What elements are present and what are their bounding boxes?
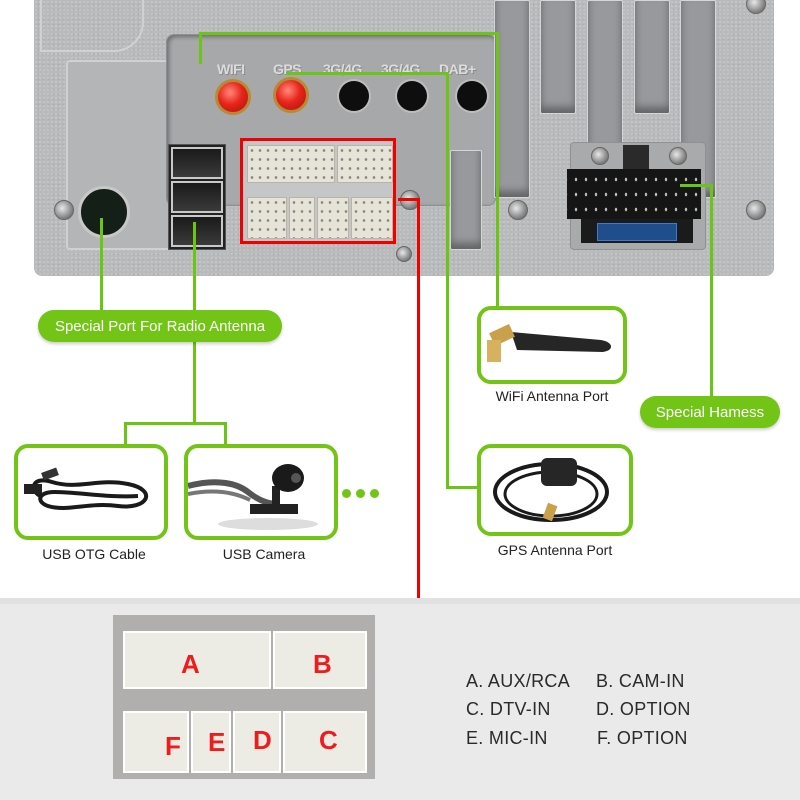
pin-letter-e: E	[208, 727, 226, 757]
usb-port	[171, 147, 223, 179]
wifi-wire	[496, 32, 499, 308]
usb-port	[171, 215, 223, 247]
pin-connector-closeup: A B F E D C	[113, 615, 375, 779]
connector-c	[351, 197, 393, 239]
connector-f	[247, 197, 287, 239]
legend-item-a: A. AUX/RCA	[466, 671, 571, 691]
screw-icon	[508, 200, 528, 220]
usb-cable-icon	[24, 467, 149, 510]
screw-icon	[669, 147, 687, 165]
pin-letter-d: D	[253, 725, 272, 755]
legend-item-f: F. OPTION	[597, 728, 688, 748]
usb-branch-wire	[124, 422, 226, 425]
connector-d	[317, 197, 349, 239]
legend-item-d: D. OPTION	[596, 699, 691, 719]
screw-icon	[746, 0, 766, 14]
harness-latch	[623, 145, 649, 169]
3g4g-port-hole	[339, 81, 369, 111]
radio-antenna-callout: Special Port For Radio Antenna	[38, 310, 282, 342]
connector-a	[247, 145, 335, 183]
usb-camera-caption: USB Camera	[222, 546, 306, 562]
fuse-icon	[597, 223, 677, 241]
more-accessories-indicator	[342, 489, 379, 498]
pin-connector-wire	[398, 198, 420, 201]
usb-otg-cable-caption: USB OTG Cable	[42, 546, 146, 562]
connector-d-closeup	[233, 711, 281, 773]
usb-port-stack	[168, 144, 226, 250]
radio-antenna-wire	[100, 218, 103, 314]
radio-antenna-socket	[78, 186, 130, 238]
legend-item-b: B. CAM-IN	[596, 671, 685, 691]
usb-camera-card	[184, 444, 338, 540]
screw-icon	[591, 147, 609, 165]
dot-icon	[356, 489, 365, 498]
gps-wire	[446, 486, 482, 489]
heatsink-slot	[634, 0, 670, 114]
screw-icon	[396, 246, 412, 262]
gps-antenna-caption: GPS Antenna Port	[497, 542, 613, 558]
heatsink-slot	[540, 0, 576, 114]
pin-letter-c: C	[319, 725, 338, 755]
connector-e	[289, 197, 315, 239]
connector-b-closeup	[273, 631, 367, 689]
pin-connector-wire	[417, 198, 420, 698]
screw-icon	[54, 200, 74, 220]
wifi-antenna-card	[477, 306, 627, 384]
harness-pin-rows	[567, 169, 701, 219]
pin-letter-b: B	[313, 649, 332, 679]
legend-item-e: E. MIC-IN	[466, 728, 548, 748]
connector-f-closeup	[123, 711, 189, 773]
gps-wire	[446, 72, 449, 488]
3g4g-port-hole	[397, 81, 427, 111]
wifi-wire	[199, 32, 202, 64]
dot-icon	[370, 489, 379, 498]
usb-wire	[193, 340, 196, 424]
connector-b	[337, 145, 393, 183]
harness-wire	[680, 184, 713, 187]
usb-port	[171, 181, 223, 213]
dot-icon	[342, 489, 351, 498]
harness-callout: Special Hamess	[640, 396, 780, 428]
connector-c-closeup	[283, 711, 367, 773]
screw-icon	[746, 200, 766, 220]
harness-base	[581, 219, 693, 243]
legend-item-c: C. DTV-IN	[466, 699, 551, 719]
pin-letter-f: F	[165, 731, 181, 761]
usb-branch-wire	[224, 422, 227, 446]
camera-icon	[188, 464, 318, 530]
gps-puck-icon	[493, 458, 609, 522]
mounting-bracket	[40, 0, 144, 52]
connector-a-closeup	[123, 631, 271, 689]
gps-wire	[286, 72, 448, 75]
port-label-wifi: WIFI	[217, 61, 245, 77]
heatsink-slot	[450, 150, 482, 250]
pin-letter-a: A	[181, 649, 200, 679]
pin-connector-block-highlight	[240, 138, 396, 244]
harness-wire	[710, 184, 713, 396]
wifi-sma-connector	[215, 79, 251, 115]
dab-port-hole	[457, 81, 487, 111]
gps-sma-connector	[273, 77, 309, 113]
usb-otg-cable-card	[14, 444, 168, 540]
head-unit-rear-chassis: WIFI GPS 3G/4G 3G/4G DAB+	[34, 0, 774, 276]
usb-branch-wire	[124, 422, 127, 446]
harness-connector-mount	[567, 142, 706, 250]
wifi-antenna-caption: WiFi Antenna Port	[495, 388, 609, 404]
gps-antenna-card	[477, 444, 633, 536]
antenna-icon	[487, 324, 612, 362]
heatsink-slot	[494, 0, 530, 198]
wifi-wire	[199, 32, 499, 35]
usb-wire	[193, 222, 196, 314]
connector-e-closeup	[191, 711, 231, 773]
